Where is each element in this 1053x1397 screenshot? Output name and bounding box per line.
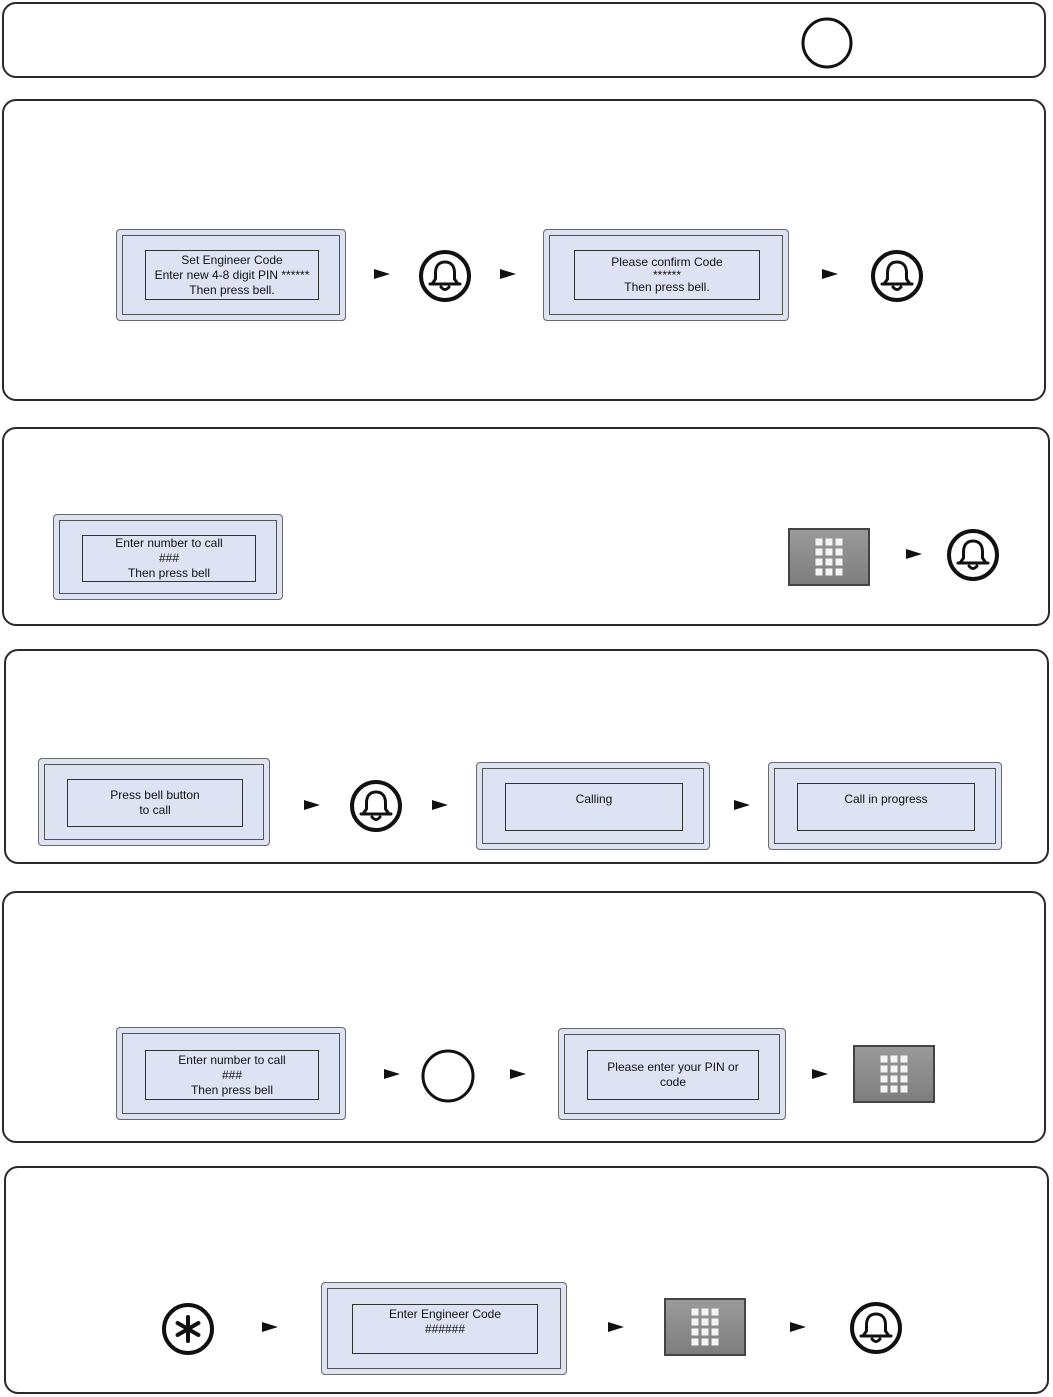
arrow-right-icon [262,1322,278,1332]
lcd-line: Enter number to call [178,1052,286,1067]
arrow-right-icon [822,269,838,279]
lcd-display: Please confirm Code ****** Then press be… [543,229,789,321]
arrow-right-icon [906,549,922,559]
arrow-right-icon [510,1069,526,1079]
circle-button-icon [421,1049,475,1103]
circle-button-icon [801,17,853,69]
arrow-right-icon [790,1322,806,1332]
arrow-right-icon [608,1322,624,1332]
lcd-line: Press bell button [110,788,200,802]
arrow-right-icon [384,1069,400,1079]
arrow-right-icon [734,800,750,810]
lcd-line: Then press bell [127,566,211,580]
lcd-screen: Press bell button to call [67,779,243,827]
lcd-screen: Set Engineer Code Enter new 4-8 digit PI… [145,250,319,300]
lcd-line: Enter new 4-8 digit PIN ****** [154,267,310,282]
lcd-line: Then press bell. [624,280,710,294]
bell-icon [419,250,471,302]
lcd-line: Set Engineer Code [181,252,283,267]
lcd-screen: Enter Engineer Code ###### [352,1304,538,1354]
star-key-icon [162,1303,214,1355]
lcd-screen: Please confirm Code ****** Then press be… [574,250,760,300]
keypad-grid [880,1055,908,1093]
keypad-icon [664,1298,746,1356]
lcd-display: Call in progress [768,762,1002,850]
arrow-right-icon [500,269,516,279]
lcd-line: Enter Engineer Code [388,1307,502,1321]
lcd-line: Then press bell. [189,282,275,297]
arrow-right-icon [374,269,390,279]
lcd-line: ****** [652,268,682,282]
arrow-right-icon [304,800,320,810]
lcd-display: Set Engineer Code Enter new 4-8 digit PI… [116,229,346,321]
lcd-screen: Calling [505,783,683,831]
lcd-line: to call [139,803,171,817]
lcd-line: ### [221,1067,243,1082]
instruction-panel-1 [2,2,1046,78]
lcd-display: Please enter your PIN or code [558,1028,786,1120]
lcd-line: code [659,1075,687,1089]
lcd-line: Call in progress [844,792,928,806]
bell-icon [350,780,402,832]
lcd-line: Calling [575,792,613,806]
keypad-grid [691,1308,719,1346]
lcd-display: Calling [476,762,710,850]
bell-icon [947,529,999,581]
lcd-screen: Please enter your PIN or code [587,1050,759,1100]
lcd-display: Enter number to call ### Then press bell [53,514,283,600]
arrow-right-icon [432,800,448,810]
lcd-display: Enter number to call ### Then press bell [116,1027,346,1120]
arrow-right-icon [812,1069,828,1079]
lcd-line: Please confirm Code [611,255,723,269]
bell-icon [850,1302,902,1354]
lcd-line: Enter number to call [115,536,223,550]
keypad-grid [815,538,843,576]
lcd-line: ### [158,551,180,565]
bell-icon [871,250,923,302]
lcd-display: Enter Engineer Code ###### [321,1282,567,1375]
lcd-screen: Enter number to call ### Then press bell [145,1050,319,1100]
lcd-line: ###### [424,1322,466,1336]
keypad-icon [788,528,870,586]
lcd-line: Please enter your PIN or [607,1060,739,1074]
lcd-screen: Enter number to call ### Then press bell [82,535,256,582]
lcd-display: Press bell button to call [38,758,270,846]
lcd-line: Then press bell [190,1082,274,1097]
keypad-icon [853,1045,935,1103]
lcd-screen: Call in progress [797,783,975,831]
